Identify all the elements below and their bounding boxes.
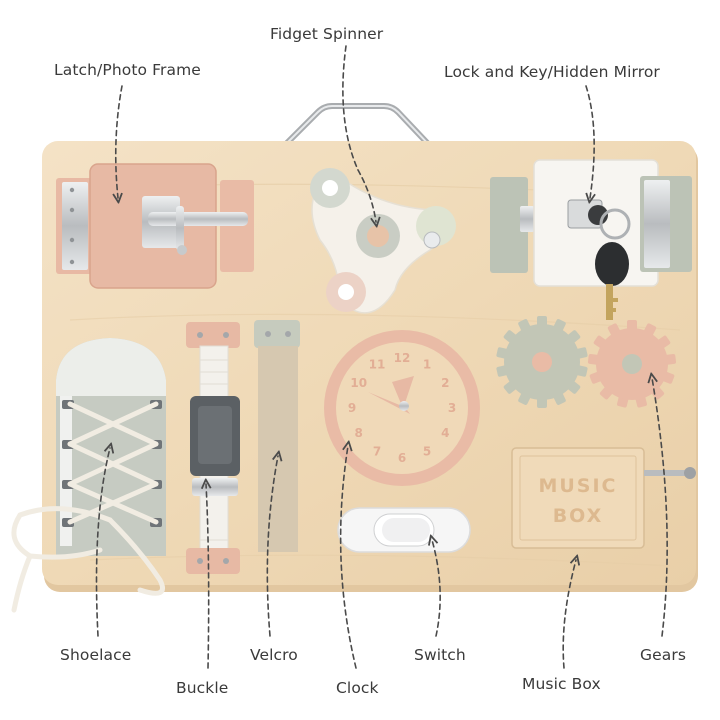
label-switch: Switch <box>414 646 466 664</box>
label-music-box: Music Box <box>522 675 601 693</box>
music-box-label-line1: MUSIC <box>538 475 617 497</box>
arrow-spinner <box>342 45 376 222</box>
fidget-spinner[interactable] <box>310 168 456 314</box>
latch-photo-frame[interactable] <box>56 163 254 289</box>
velcro-strap[interactable] <box>254 320 300 552</box>
music-box[interactable]: MUSIC BOX <box>511 447 696 549</box>
arrow-music-box <box>562 560 576 669</box>
arrow-latch <box>116 85 122 198</box>
clock-number: 7 <box>373 444 381 458</box>
label-gears: Gears <box>640 646 686 664</box>
arrow-lock <box>585 85 594 198</box>
arrow-shoelace <box>95 448 111 637</box>
clock-number: 4 <box>441 426 449 440</box>
label-clock: Clock <box>336 679 379 697</box>
music-box-label-line2: BOX <box>553 505 604 527</box>
arrow-buckle <box>206 484 209 669</box>
label-buckle: Buckle <box>176 679 229 697</box>
label-velcro: Velcro <box>250 646 298 664</box>
clock-number: 1 <box>423 358 431 372</box>
arrow-clock <box>339 446 357 669</box>
arrow-velcro <box>266 456 278 637</box>
label-lock-and-key: Lock and Key/Hidden Mirror <box>444 63 660 81</box>
clock-number: 8 <box>355 426 363 440</box>
clock-number: 3 <box>448 401 456 415</box>
label-latch-photo-frame: Latch/Photo Frame <box>54 61 201 79</box>
label-fidget-spinner: Fidget Spinner <box>270 25 384 43</box>
clock-number: 11 <box>369 358 386 372</box>
clock-number: 10 <box>350 376 367 390</box>
label-leader-arrows <box>95 45 668 669</box>
clock-number: 6 <box>398 451 406 465</box>
light-switch[interactable] <box>337 507 471 553</box>
clock-number: 2 <box>441 376 449 390</box>
lock-and-key-hidden-mirror[interactable] <box>490 159 692 320</box>
arrow-switch <box>432 540 441 637</box>
clock-number: 12 <box>394 351 411 365</box>
carry-handle <box>279 103 435 151</box>
label-shoelace: Shoelace <box>60 646 132 664</box>
clock-number: 9 <box>348 401 356 415</box>
buckle[interactable] <box>186 322 240 574</box>
clock-number: 5 <box>423 444 431 458</box>
gears[interactable] <box>496 316 677 408</box>
arrow-gears <box>652 378 668 637</box>
